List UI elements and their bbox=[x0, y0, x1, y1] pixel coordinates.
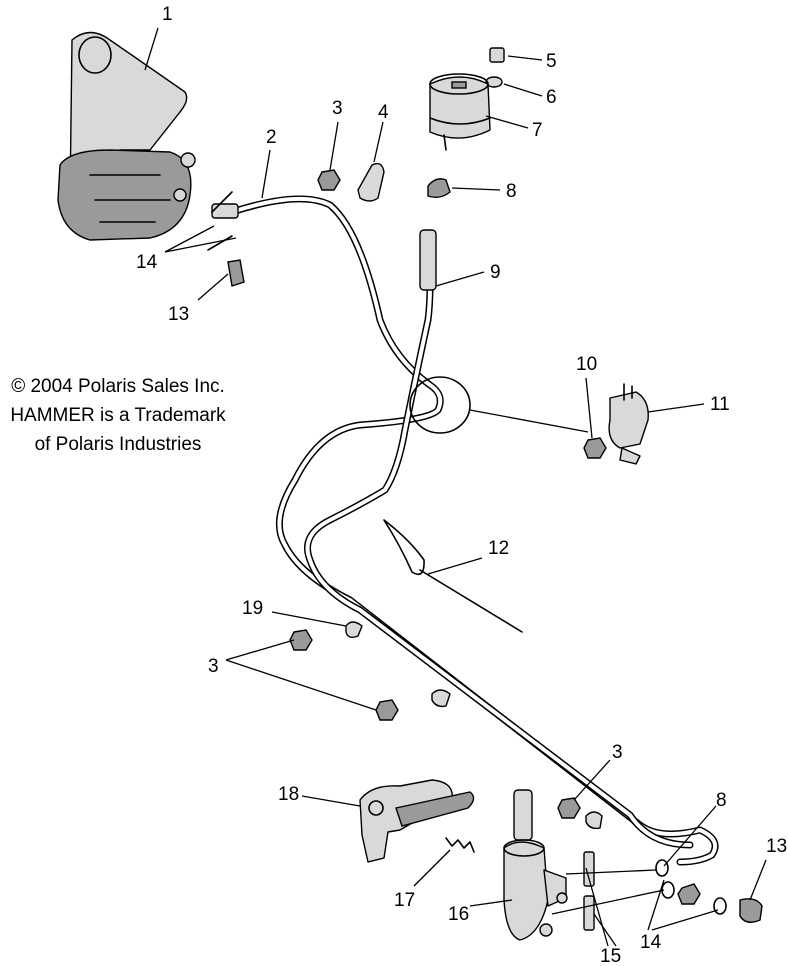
callout-13a: 13 bbox=[168, 304, 189, 325]
callout-10: 10 bbox=[576, 354, 597, 375]
clamp-19b bbox=[431, 689, 451, 708]
brake-light-switch bbox=[608, 383, 649, 465]
nut-3b bbox=[289, 629, 313, 651]
master-cylinder bbox=[503, 789, 567, 941]
brake-fluid-reservoir bbox=[429, 73, 491, 151]
fitting-nut bbox=[677, 883, 701, 905]
nut-10 bbox=[583, 437, 607, 459]
reservoir-washer bbox=[485, 76, 503, 88]
nut-3c bbox=[375, 699, 399, 721]
callout-18: 18 bbox=[278, 784, 299, 805]
cap-8a bbox=[427, 178, 451, 199]
washer-14c bbox=[713, 897, 727, 915]
clamp-19c bbox=[585, 811, 603, 830]
callout-16: 16 bbox=[448, 904, 469, 925]
brake-line-group bbox=[211, 195, 719, 866]
brake-caliper-assembly bbox=[57, 31, 196, 241]
callout-1: 1 bbox=[162, 4, 173, 25]
banjo-bolt-13a bbox=[227, 259, 245, 287]
return-spring bbox=[445, 837, 475, 853]
leader-lines bbox=[144, 27, 767, 947]
callout-4: 4 bbox=[378, 102, 389, 123]
trademark-line: HAMMER is a Trademark bbox=[10, 405, 226, 426]
caliper-hose-end bbox=[211, 203, 239, 219]
cable-tie bbox=[383, 519, 523, 633]
callout-9: 9 bbox=[490, 262, 501, 283]
nut-3a bbox=[317, 169, 341, 191]
callout-3b: 3 bbox=[208, 656, 219, 677]
callout-12: 12 bbox=[488, 538, 509, 559]
mounting-bolts bbox=[556, 851, 595, 931]
banjo-bolt-13b bbox=[739, 898, 763, 923]
brake-hose-fitting bbox=[419, 229, 437, 291]
hose-clip bbox=[357, 162, 385, 202]
reservoir-screw bbox=[489, 47, 505, 63]
callout-5: 5 bbox=[546, 51, 557, 72]
callout-15: 15 bbox=[600, 946, 621, 966]
callout-labels: 1 2 3 4 5 6 7 8 9 10 11 12 13 14 19 3 3 … bbox=[136, 4, 787, 966]
brake-pedal bbox=[359, 779, 475, 863]
callout-19: 19 bbox=[242, 598, 263, 619]
callout-13b: 13 bbox=[766, 836, 787, 857]
callout-14a: 14 bbox=[136, 252, 158, 273]
nut-3d bbox=[557, 797, 581, 819]
callout-3c: 3 bbox=[612, 742, 623, 763]
callout-2: 2 bbox=[266, 127, 277, 148]
trademark-owner-line: of Polaris Industries bbox=[34, 434, 202, 455]
callout-8a: 8 bbox=[506, 181, 517, 202]
copyright-line: © 2004 Polaris Sales Inc. bbox=[11, 376, 225, 397]
copyright-notice: © 2004 Polaris Sales Inc. HAMMER is a Tr… bbox=[0, 372, 236, 459]
callout-8b: 8 bbox=[716, 790, 727, 811]
callout-11: 11 bbox=[710, 394, 730, 415]
clamp-19a bbox=[345, 621, 363, 639]
callout-6: 6 bbox=[546, 87, 557, 108]
callout-14b: 14 bbox=[640, 932, 662, 953]
washer-14a bbox=[655, 859, 669, 877]
detail-circle bbox=[409, 376, 471, 434]
callout-3a: 3 bbox=[332, 98, 343, 119]
callout-7: 7 bbox=[532, 120, 543, 141]
crush-washers-14a bbox=[207, 191, 233, 251]
callout-17: 17 bbox=[394, 890, 415, 911]
